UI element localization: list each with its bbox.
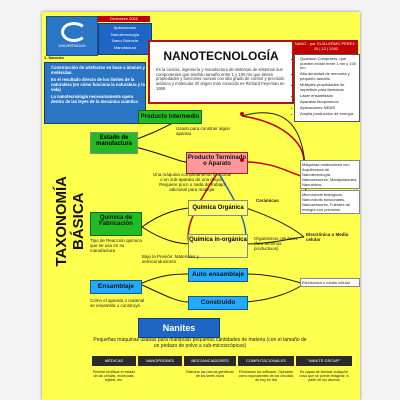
- caption-electronica: Electrónica o Medio celular: [306, 232, 349, 242]
- right-list-item: Aplicaciones NEMS: [300, 105, 359, 111]
- right-list-item: Múltiples propiedades de superficie para…: [300, 82, 359, 92]
- nanites-title: Nanites: [138, 318, 220, 338]
- category-nanoprobes: NANOPROBES: [138, 356, 182, 366]
- date-label: Diciembre 2002: [98, 16, 150, 22]
- category-biociancadores: BIOCIANCIADORES GENÉTICOS: [184, 356, 236, 373]
- right-list-item: Aparatos bioquímicos: [300, 99, 359, 105]
- right-header: NANO - por GUILLERMO PÉREZ · 20 | 12 | 2…: [294, 40, 358, 54]
- left-bullets: Construcción de artefactos en base a áto…: [44, 62, 146, 124]
- caption-una-maquina: Una máquina completamente funcional o un…: [152, 172, 232, 192]
- header-line: Aplicaciones: [113, 25, 137, 30]
- node-ensamblaje: Ensamblaje: [90, 280, 142, 294]
- category-computacionales: COMPUTACIONALES: [238, 356, 294, 366]
- node-quimica-organica: Química Orgánica: [188, 200, 248, 216]
- category-desc: Eliminarán los software. Operarán como e…: [238, 370, 294, 383]
- caption-bajo-presion: Bajo la Presión: Materiales y semiconduc…: [142, 254, 200, 264]
- right-list: Quantum Computers: que pueden existir en…: [294, 54, 360, 122]
- right-list-item: Quantum Computers: que pueden existir en…: [300, 56, 359, 71]
- header-line: Nano-Sciencia: [111, 38, 138, 44]
- right-note: Microrobots biológicos, Nanorobots funci…: [300, 190, 360, 214]
- logo-icon: [61, 22, 87, 42]
- caption-usado-para: Usado para construir algún aparato: [176, 126, 231, 136]
- node-producto-intermedio: Producto Intermedio: [138, 110, 202, 124]
- category-desc: Permite rectificar el estado de las célu…: [92, 370, 136, 383]
- node-producto-terminado: Producto Terminado o Aparato: [186, 152, 248, 174]
- right-list-item: Alta densidad de memoria y pequeño tamañ…: [300, 71, 359, 81]
- node-quimica-inorganica: Química in-orgánica: [188, 234, 248, 258]
- category-nanite-group: "NANITE GROUP": [296, 356, 352, 366]
- bullet-item: Es el resultado directo de los límites d…: [51, 77, 145, 92]
- junction-dot: [240, 158, 244, 162]
- header-line: Manufactura: [113, 44, 137, 50]
- logo-text: UNIVERSIDAD: [58, 43, 86, 48]
- caption-ceramicas: Cerámicas: [256, 198, 279, 203]
- right-note: Máquinas moleculares con Arquitectura de…: [300, 160, 360, 189]
- caption-como-aparato: Cómo el aparato o material se ensambla o…: [90, 298, 145, 308]
- category-desc: Es capaz de fabricar cualquier cosa que …: [299, 370, 349, 383]
- category-desc: Elaborar las hebras genéticas de los ser…: [186, 370, 234, 379]
- title-box: NANOTECNOLOGÍA Es la ciencia, ingeniería…: [148, 40, 294, 104]
- nanites-description: Pequeñas máquinas usadas para manipular …: [93, 337, 307, 349]
- junction-dot: [240, 112, 244, 116]
- node-construido: Construido: [188, 296, 248, 310]
- right-note: Electrónica o medio celular: [300, 278, 360, 287]
- bullet-item: Construcción de artefactos en base a áto…: [51, 65, 145, 75]
- title-description: Es la ciencia, ingeniería y manufactura …: [156, 66, 285, 92]
- section-label: 1. Nanotec: [44, 55, 65, 60]
- node-quimica-fabricacion: Química de Fabricación: [90, 212, 142, 236]
- node-estado-manufactura: Estado de manufactura: [90, 132, 138, 154]
- university-logo: UNIVERSIDAD: [46, 16, 98, 56]
- bullet-item: La nanotecnología necesariamente opera d…: [51, 94, 145, 104]
- page-title: NANOTECNOLOGÍA: [163, 49, 279, 63]
- right-list-item: Amplia producción de energía: [300, 111, 359, 117]
- caption-tipo-reaccion: Tipo de Reacción química que se usa en s…: [90, 238, 142, 253]
- poster: UNIVERSIDAD Diciembre 2002 Aplicaciones …: [42, 12, 360, 400]
- node-auto-ensamblaje: Auto ensamblaje: [188, 268, 248, 282]
- caption-organismos: Organismos celulares (fora Mínimos produ…: [254, 236, 298, 251]
- category-medicas: MÉDICAS: [92, 356, 136, 366]
- header-box: Aplicaciones Nanotecnología Nano-Scienci…: [98, 23, 152, 55]
- header-line: Nanotecnología: [110, 31, 140, 37]
- right-list-item: Láser ensamblado: [300, 93, 359, 99]
